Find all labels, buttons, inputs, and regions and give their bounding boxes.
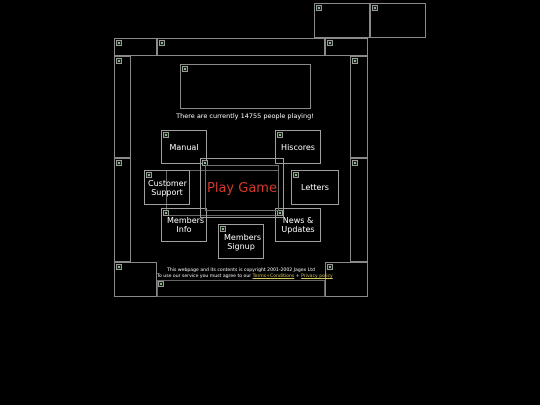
top-banner-left: [314, 3, 370, 38]
news-updates-label: News & Updates: [281, 216, 315, 234]
terms-prefix: To use our service you must agree to our: [157, 274, 252, 279]
top-left-corner: [114, 38, 157, 56]
terms-link[interactable]: Terms+Conditions: [252, 274, 295, 279]
broken-image-icon: [116, 40, 122, 46]
broken-image-icon: [159, 40, 165, 46]
broken-image-icon: [352, 160, 358, 166]
letters-label: Letters: [301, 183, 329, 192]
players-online-text: There are currently 14755 people playing…: [176, 112, 314, 120]
broken-image-icon: [277, 132, 283, 138]
top-strip: [157, 38, 325, 56]
bottom-strip: [157, 280, 325, 297]
members-signup-button[interactable]: Members Signup: [218, 224, 264, 259]
members-signup-label: Members Signup: [224, 232, 262, 251]
broken-image-icon: [327, 264, 333, 270]
broken-image-icon: [163, 210, 169, 216]
members-info-button[interactable]: Members Info: [161, 208, 207, 242]
manual-button[interactable]: Manual: [161, 130, 207, 164]
customer-support-label: Customer Support: [148, 178, 187, 197]
play-game-button[interactable]: Play Game: [200, 158, 284, 218]
broken-image-icon: [146, 172, 152, 178]
play-game-inner-frame: [205, 165, 279, 211]
top-banner-right: [370, 3, 426, 38]
members-info-label: Members Info: [167, 216, 205, 234]
hiscores-label: Hiscores: [281, 142, 315, 152]
bottom-left-corner: [114, 262, 157, 297]
broken-image-icon: [220, 226, 226, 232]
broken-image-icon: [116, 58, 122, 64]
bottom-right-corner: [325, 262, 368, 297]
broken-image-icon: [116, 160, 122, 166]
broken-image-icon: [327, 40, 333, 46]
privacy-link[interactable]: Privacy policy: [301, 274, 333, 279]
broken-image-icon: [316, 5, 322, 11]
customer-support-button[interactable]: Customer Support: [144, 170, 190, 205]
right-side-lower: [350, 158, 368, 262]
broken-image-icon: [116, 264, 122, 270]
terms-line: To use our service you must agree to our…: [157, 274, 333, 280]
broken-image-icon: [293, 172, 299, 178]
broken-image-icon: [372, 5, 378, 11]
hiscores-button[interactable]: Hiscores: [275, 130, 321, 164]
terms-separator: +: [295, 274, 300, 279]
left-side-upper: [114, 56, 131, 158]
right-side-upper: [350, 56, 368, 158]
logo-image: [180, 64, 311, 109]
broken-image-icon: [182, 66, 188, 72]
top-right-corner: [325, 38, 368, 56]
copyright-text: This webpage and its contents is copyrig…: [167, 268, 315, 273]
news-updates-button[interactable]: News & Updates: [275, 208, 321, 242]
footer-text: This webpage and its contents is copyrig…: [157, 268, 333, 280]
broken-image-icon: [163, 132, 169, 138]
letters-button[interactable]: Letters: [291, 170, 339, 205]
play-game-label: Play Game: [207, 180, 277, 196]
broken-image-icon: [158, 281, 164, 287]
manual-label: Manual: [169, 142, 199, 152]
broken-image-icon: [352, 58, 358, 64]
left-side-lower: [114, 158, 131, 262]
broken-image-icon: [277, 210, 283, 216]
